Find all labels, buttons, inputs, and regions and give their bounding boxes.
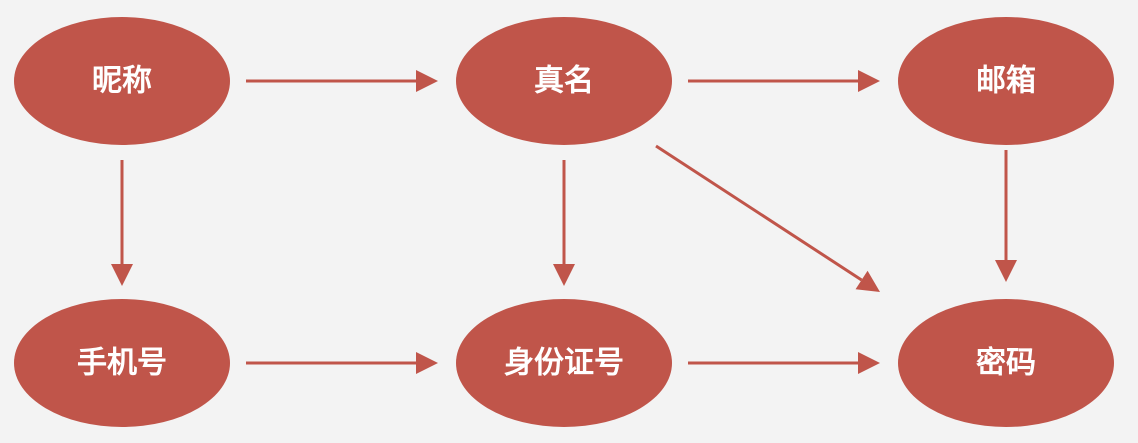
node-ellipse [456,299,672,427]
node-label: 邮箱 [976,64,1036,99]
edge-realname-to-idcard [553,160,575,286]
node-phone: 手机号 [14,299,230,427]
edge-idcard-to-password [688,352,880,374]
edge-line [655,144,863,282]
arrowhead-icon [111,264,133,286]
arrowhead-icon [995,260,1017,282]
node-email: 邮箱 [898,17,1114,145]
edge-realname-to-password [655,144,880,292]
edges-layer [111,70,1017,374]
node-label: 真名 [534,64,594,99]
edge-email-to-password [995,150,1017,282]
edge-phone-to-idcard [246,352,438,374]
arrowhead-icon [553,264,575,286]
arrowhead-icon [416,70,438,92]
edge-nickname-to-phone [111,160,133,286]
arrowhead-icon [858,352,880,374]
node-ellipse [898,17,1114,145]
node-ellipse [14,17,230,145]
node-nickname: 昵称 [14,17,230,145]
node-realname: 真名 [456,17,672,145]
node-label: 昵称 [92,64,152,99]
node-idcard: 身份证号 [456,299,672,427]
node-label: 身份证号 [504,346,624,381]
arrowhead-icon [416,352,438,374]
arrowhead-icon [855,270,880,292]
node-ellipse [898,299,1114,427]
node-label: 手机号 [77,346,167,381]
arrowhead-icon [858,70,880,92]
node-label: 密码 [976,346,1036,381]
node-password: 密码 [898,299,1114,427]
edge-nickname-to-realname [246,70,438,92]
edge-realname-to-email [688,70,880,92]
node-ellipse [14,299,230,427]
node-ellipse [456,17,672,145]
